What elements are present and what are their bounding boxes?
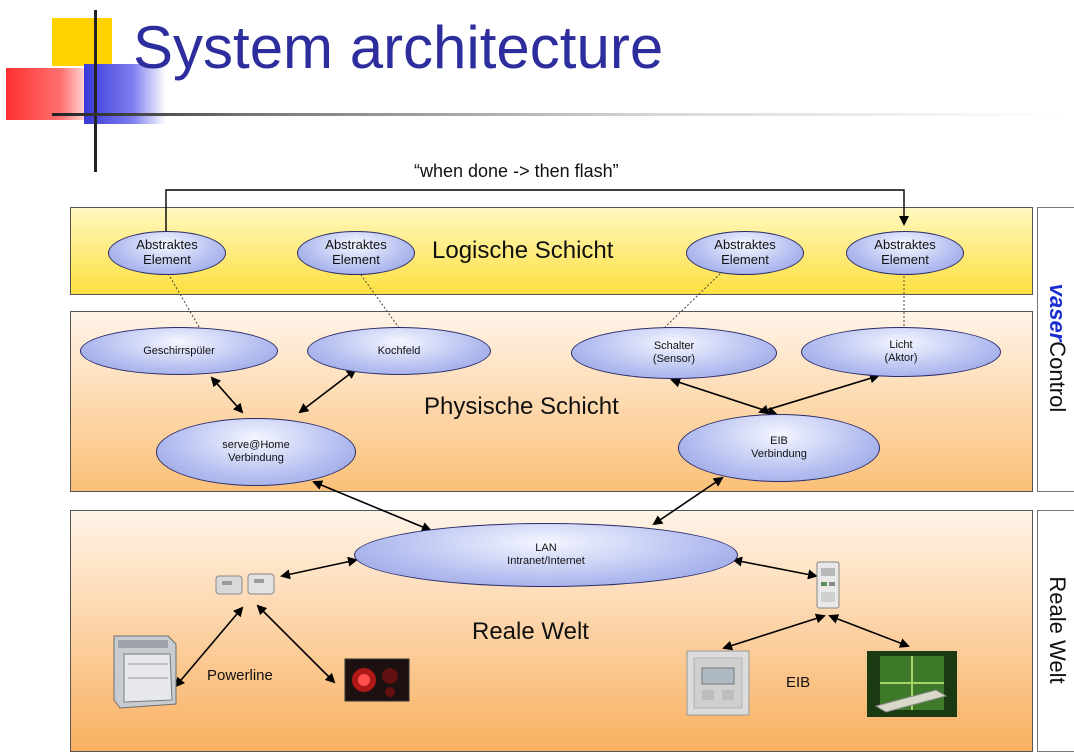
flow-caption: “when done -> then flash” [414, 161, 619, 181]
mapping-line-1 [165, 269, 203, 333]
title-deco-vertical-line [94, 10, 97, 172]
arrow-eib-light [828, 614, 910, 648]
node-dishwasher[interactable]: Geschirrspüler [80, 327, 278, 375]
abstract-element-line2: Element [332, 252, 380, 267]
mapping-line-2 [355, 267, 403, 333]
node-switch-line1: Schalter [653, 340, 695, 353]
node-switch-sensor[interactable]: Schalter (Sensor) [571, 327, 777, 379]
arrow-cooktop-serve [298, 368, 357, 414]
abstract-element-line1: Abstraktes [874, 237, 936, 253]
node-cooktop-label: Kochfeld [377, 344, 421, 357]
powerline-adapters-image [215, 573, 275, 595]
eib-label: EIB [786, 674, 811, 691]
node-serve-line1: serve@Home [222, 439, 290, 452]
node-serve-line2: Verbindung [228, 452, 284, 464]
light-window-image [867, 651, 957, 717]
arrow-dishwasher-serve [210, 376, 244, 414]
node-light-line2: (Aktor) [884, 352, 918, 364]
node-lan[interactable]: LAN Intranet/Internet [354, 523, 738, 587]
abstract-element-1[interactable]: Abstraktes Element [108, 231, 226, 275]
title-deco-horizontal-line [52, 113, 1064, 116]
node-switch-line2: (Sensor) [652, 353, 696, 365]
arrow-switch-eib [670, 377, 778, 417]
node-lan-line2: Intranet/Internet [507, 555, 585, 567]
abstract-element-3[interactable]: Abstraktes Element [686, 231, 804, 275]
eib-device-image [816, 561, 840, 609]
abstract-element-line2: Element [881, 252, 929, 267]
node-eib-connection[interactable]: EIB Verbindung [678, 414, 880, 482]
vasercontrol-side-box [1037, 207, 1074, 492]
abstract-element-line2: Element [143, 252, 191, 267]
abstract-element-line1: Abstraktes [714, 237, 776, 253]
dishwasher-image [113, 635, 177, 709]
physical-layer-label: Physische Schicht [424, 393, 619, 420]
abstract-element-line2: Element [721, 252, 769, 267]
title-deco-yellow-square [52, 18, 112, 66]
abstract-element-line1: Abstraktes [136, 237, 198, 253]
title-deco-red-square [6, 68, 84, 120]
eib-control-panel-image [686, 650, 750, 716]
abstract-element-line1: Abstraktes [325, 237, 387, 253]
node-light-actor[interactable]: Licht (Aktor) [801, 327, 1001, 377]
arrow-lan-powerline [280, 556, 358, 580]
cooktop-image [344, 658, 410, 702]
node-lan-line1: LAN [535, 542, 557, 555]
arrow-light-eib [758, 373, 880, 415]
node-cooktop[interactable]: Kochfeld [307, 327, 491, 375]
real-world-side-box [1037, 510, 1074, 752]
mapping-line-3 [659, 267, 727, 333]
node-dishwasher-label: Geschirrspüler [143, 344, 215, 357]
node-light-line1: Licht [889, 339, 913, 352]
abstract-element-4[interactable]: Abstraktes Element [846, 231, 964, 275]
node-serve-home-connection[interactable]: serve@Home Verbindung [156, 418, 356, 486]
abstract-element-2[interactable]: Abstraktes Element [297, 231, 415, 275]
node-eib-line2: Verbindung [751, 448, 807, 460]
slide-title: System architecture [133, 14, 664, 81]
arrow-serve-lan [312, 480, 432, 532]
arrow-powerline-dishwasher [174, 606, 244, 688]
powerline-label: Powerline [207, 667, 273, 684]
arrow-eib-lan [652, 476, 724, 526]
arrow-powerline-cooktop [256, 604, 336, 684]
real-world-layer-label: Reale Welt [472, 618, 589, 645]
node-eib-line1: EIB [770, 435, 788, 448]
caption-bracket-line [165, 189, 909, 232]
arrow-eib-panel [722, 613, 826, 651]
arrow-lan-eibdevice [732, 556, 818, 580]
logic-layer-label: Logische Schicht [432, 237, 614, 264]
